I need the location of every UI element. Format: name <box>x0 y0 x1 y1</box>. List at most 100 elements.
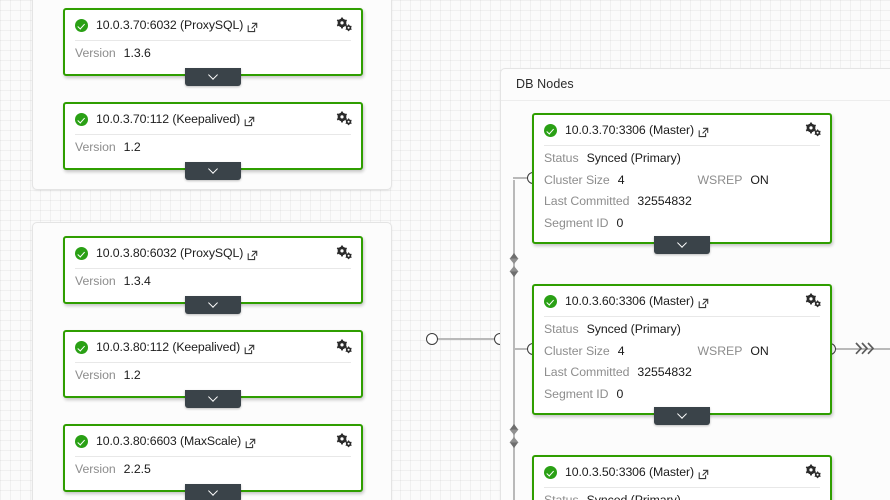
card-body: Version 1.2 <box>65 363 361 397</box>
row-key: Cluster Size <box>544 343 610 358</box>
connector-line-horizontal <box>435 338 503 340</box>
cogs-icon[interactable] <box>805 122 822 138</box>
chevron-down-icon <box>208 69 218 80</box>
row-value: Synced (Primary) <box>586 322 681 336</box>
detail-row-segment: Segment ID 0 <box>544 387 820 409</box>
card-header: 10.0.3.70:112 (Keepalived) <box>65 104 361 134</box>
node-card-proxysql-70[interactable]: 10.0.3.70:6032 (ProxySQL) <box>63 8 363 76</box>
chevron-down-icon <box>208 391 218 402</box>
external-link-icon[interactable] <box>245 436 256 449</box>
row-key-wsrep: WSREP <box>697 172 743 187</box>
divider <box>75 134 351 135</box>
node-card-keepalived-70[interactable]: 10.0.3.70:112 (Keepalived) <box>63 102 363 170</box>
collapse-tab-proxysql-70[interactable] <box>185 68 241 86</box>
external-link-icon[interactable] <box>247 20 258 33</box>
node-card-maxscale-80[interactable]: 10.0.3.80:6603 (MaxScale) <box>63 424 363 492</box>
cogs-icon[interactable] <box>336 17 353 33</box>
row-key: Segment ID <box>544 215 609 230</box>
row-key: Cluster Size <box>544 172 610 187</box>
db-node-card-50[interactable]: 10.0.3.50:3306 (Master) <box>532 455 832 500</box>
detail-row-status: Status Synced (Primary) <box>544 322 820 344</box>
row-value: 1.3.4 <box>123 274 151 288</box>
row-key: Status <box>544 322 579 336</box>
collapse-tab-db-60[interactable] <box>654 407 710 425</box>
row-value: Synced (Primary) <box>586 151 681 165</box>
collapse-tab-db-70[interactable] <box>654 236 710 254</box>
collapse-tab-keepalived-80[interactable] <box>185 390 241 408</box>
divider <box>544 145 820 146</box>
row-key: Status <box>544 493 579 500</box>
row-key: Last Committed <box>544 365 630 379</box>
external-link-icon[interactable] <box>698 125 709 138</box>
divider <box>75 268 351 269</box>
chevron-down-icon <box>208 163 218 174</box>
external-link-icon[interactable] <box>247 248 258 261</box>
node-card-keepalived-80[interactable]: 10.0.3.80:112 (Keepalived) <box>63 330 363 398</box>
card-header: 10.0.3.70:6032 (ProxySQL) <box>65 10 361 40</box>
detail-row-last-committed: Last Committed 32554832 <box>544 365 820 387</box>
row-value: Synced (Primary) <box>586 493 681 500</box>
card-title: 10.0.3.80:6032 (ProxySQL) <box>96 246 244 260</box>
row-value: 1.3.6 <box>123 46 151 60</box>
db-spine-line <box>513 180 515 500</box>
external-link-icon[interactable] <box>698 296 709 309</box>
card-body: Version 1.2 <box>65 135 361 169</box>
card-body: Version 1.3.6 <box>65 41 361 75</box>
row-key: Version <box>75 140 116 154</box>
collapse-tab-maxscale-80[interactable] <box>185 484 241 500</box>
divider <box>544 316 820 317</box>
double-arrow-vertical-icon-bottom <box>509 424 519 448</box>
check-circle-icon <box>75 434 88 448</box>
detail-row-cluster: Cluster Size 4 WSREP ON <box>544 344 820 366</box>
detail-row-cluster: Cluster Size 4 WSREP ON <box>544 173 820 195</box>
db-node-card-70[interactable]: 10.0.3.70:3306 (Master) <box>532 113 832 244</box>
cogs-icon[interactable] <box>336 111 353 127</box>
external-link-icon[interactable] <box>244 342 255 355</box>
card-header: 10.0.3.80:6603 (MaxScale) <box>65 426 361 456</box>
db-node-card-60[interactable]: 10.0.3.60:3306 (Master) <box>532 284 832 415</box>
connector-port-left[interactable] <box>426 333 438 345</box>
collapse-tab-keepalived-70[interactable] <box>185 162 241 180</box>
card-title: 10.0.3.50:3306 (Master) <box>565 465 694 479</box>
row-key: Version <box>75 462 116 476</box>
check-circle-icon <box>544 123 557 137</box>
divider <box>544 487 820 488</box>
row-key: Segment ID <box>544 386 609 401</box>
check-circle-icon <box>75 112 88 126</box>
card-body: Version 2.2.5 <box>65 457 361 491</box>
cogs-icon[interactable] <box>336 433 353 449</box>
collapse-tab-proxysql-80[interactable] <box>185 296 241 314</box>
divider <box>75 362 351 363</box>
divider <box>75 40 351 41</box>
db-stub-2 <box>513 348 535 350</box>
cogs-icon[interactable] <box>336 339 353 355</box>
card-header: 10.0.3.50:3306 (Master) <box>534 457 830 487</box>
cogs-icon[interactable] <box>805 293 822 309</box>
row-value-wsrep: ON <box>750 343 769 358</box>
detail-row: Version 1.2 <box>75 140 351 162</box>
row-key: Version <box>75 46 116 60</box>
row-value: 0 <box>616 386 624 401</box>
double-arrow-vertical-icon-top <box>509 253 519 277</box>
card-body: Version 1.3.4 <box>65 269 361 303</box>
row-key: Version <box>75 274 116 288</box>
node-card-proxysql-80[interactable]: 10.0.3.80:6032 (ProxySQL) <box>63 236 363 304</box>
external-link-icon[interactable] <box>244 114 255 127</box>
card-header: 10.0.3.70:3306 (Master) <box>534 115 830 145</box>
card-header: 10.0.3.80:6032 (ProxySQL) <box>65 238 361 268</box>
cogs-icon[interactable] <box>336 245 353 261</box>
card-body: Status Synced (Primary) <box>534 488 830 500</box>
row-key: Status <box>544 151 579 165</box>
detail-row: Version 1.3.6 <box>75 46 351 68</box>
db-stub-1 <box>513 177 535 179</box>
row-value: 4 <box>617 172 625 187</box>
card-body: Status Synced (Primary) Cluster Size 4 W… <box>534 146 830 244</box>
db-outgoing-line <box>836 348 890 350</box>
external-link-icon[interactable] <box>698 467 709 480</box>
panel-title-db-nodes: DB Nodes <box>516 77 574 91</box>
detail-row: Version 1.2 <box>75 368 351 390</box>
chevron-down-icon <box>677 237 687 248</box>
cogs-icon[interactable] <box>805 464 822 480</box>
row-key-wsrep: WSREP <box>697 343 743 358</box>
